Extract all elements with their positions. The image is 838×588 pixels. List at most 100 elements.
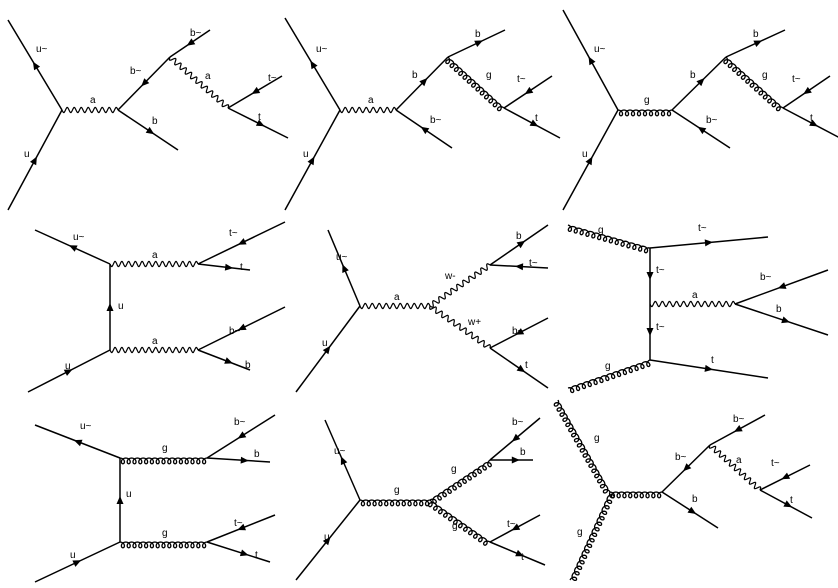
photon-propagator: a: [168, 56, 230, 109]
particle-label: b: [152, 116, 158, 127]
particle-label: u: [303, 149, 309, 160]
photon-propagator: a: [109, 250, 199, 268]
fermion-propagator: t: [503, 107, 561, 139]
fermion-arrow-icon: [524, 86, 534, 95]
fermion-arrow-icon: [72, 560, 82, 567]
fermion-propagator: b: [206, 449, 271, 464]
particle-label: g: [605, 361, 611, 372]
fermion-arrow-icon: [186, 38, 196, 46]
fermion-propagator: t~: [227, 73, 283, 109]
gluon-curly-line: [569, 491, 615, 582]
fermion-propagator: t: [782, 107, 838, 138]
fermion-propagator: t~: [503, 74, 553, 109]
particle-label: a: [736, 455, 742, 466]
gluon-propagator: g: [445, 56, 505, 112]
particle-label: g: [451, 464, 457, 475]
fermion-propagator: t~: [489, 514, 541, 543]
gluon-propagator: g: [429, 459, 492, 504]
particle-label: a: [90, 95, 96, 106]
gluon-propagator: g: [617, 95, 673, 117]
gluon-propagator: g: [567, 224, 651, 254]
fermion-propagator: u~: [562, 9, 619, 111]
particle-label: b: [254, 449, 260, 460]
fermion-propagator: u: [116, 458, 132, 542]
fermion-propagator: u: [562, 109, 619, 211]
fermion-arrow-icon: [515, 549, 524, 557]
particle-label: b~: [190, 28, 202, 39]
particle-label: g: [394, 485, 400, 496]
particle-label: t: [711, 355, 714, 366]
fermion-arrow-icon: [781, 472, 791, 480]
fermion-propagator: t~: [646, 304, 665, 360]
fermion-line: [734, 303, 829, 336]
fermion-arrow-icon: [224, 263, 234, 271]
particle-label: w-: [444, 271, 456, 282]
fermion-propagator: b~: [197, 306, 286, 351]
fermion-propagator: u~: [7, 19, 63, 111]
fermion-propagator: t: [649, 355, 769, 379]
particle-label: u~: [594, 44, 606, 55]
particle-label: t~: [507, 519, 516, 530]
fermion-arrow-icon: [734, 425, 743, 432]
fermion-arrow-icon: [106, 303, 114, 311]
fermion-arrow-icon: [322, 345, 331, 355]
photon-wavy-line: [429, 263, 491, 308]
particle-label: t: [525, 360, 528, 371]
fermion-propagator: b~: [395, 109, 453, 149]
fermion-arrow-icon: [696, 78, 705, 87]
fermion-propagator: u: [106, 264, 124, 350]
particle-label: b: [753, 29, 759, 40]
fermion-propagator: t: [489, 541, 546, 566]
particle-label: b~: [675, 452, 687, 463]
fermion-propagator: b~: [709, 414, 766, 446]
photon-propagator: a: [359, 292, 431, 310]
fermion-propagator: u~: [327, 229, 361, 307]
fermion-arrow-icon: [474, 40, 483, 47]
fermion-propagator: t~: [489, 258, 549, 271]
gluon-propagator: [609, 491, 663, 499]
fermion-propagator: b~: [661, 444, 711, 493]
fermion-arrow-icon: [704, 364, 713, 372]
particle-label: a: [394, 292, 400, 303]
particle-label: b: [520, 447, 526, 458]
fermion-arrow-icon: [585, 156, 593, 166]
particle-label: t~: [792, 74, 801, 85]
fermion-arrow-icon: [704, 239, 713, 247]
fermion-arrow-icon: [32, 61, 41, 71]
fermion-propagator: t~: [197, 221, 286, 265]
particle-label: b: [412, 70, 418, 81]
particle-label: a: [205, 71, 211, 82]
fermion-line: [197, 263, 251, 271]
particle-label: t~: [517, 74, 526, 85]
particle-label: t: [255, 550, 258, 561]
particle-label: b: [692, 494, 698, 505]
photon-propagator: a: [109, 336, 199, 354]
fermion-arrow-icon: [322, 536, 331, 546]
fermion-arrow-icon: [63, 369, 73, 376]
fermion-propagator: b: [671, 56, 727, 111]
gluon-curly-line: [553, 399, 611, 494]
photon-propagator: w+: [429, 305, 491, 349]
fermion-arrow-icon: [511, 433, 521, 442]
fermion-propagator: b~: [734, 269, 829, 305]
particle-label: a: [692, 290, 698, 301]
fermion-arrow-icon: [116, 496, 124, 504]
fermion-arrow-icon: [777, 282, 787, 289]
fermion-arrow-icon: [237, 523, 246, 531]
fermion-propagator: b: [490, 447, 533, 464]
fermion-line: [197, 349, 251, 371]
fermion-propagator: b: [725, 29, 786, 58]
particle-label: w+: [467, 317, 481, 328]
fermion-arrow-icon: [310, 60, 318, 70]
particle-label: g: [162, 528, 168, 539]
fermion-propagator: u: [7, 109, 63, 211]
fermion-propagator: u~: [34, 229, 111, 265]
gluon-curly-line: [445, 56, 505, 112]
particle-label: a: [152, 250, 158, 261]
particle-label: b~: [760, 272, 772, 283]
particle-label: t~: [529, 258, 538, 269]
particle-label: b~: [512, 417, 524, 428]
gluon-curly-line: [567, 224, 651, 254]
photon-wavy-line: [708, 444, 762, 491]
photon-propagator: a: [339, 95, 397, 114]
